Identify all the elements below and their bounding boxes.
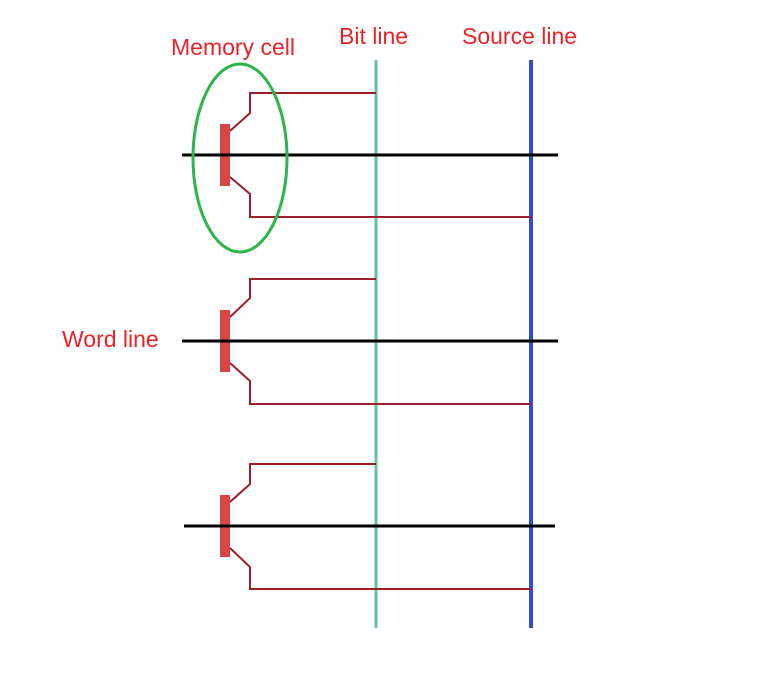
bit-line-label: Bit line <box>339 23 409 49</box>
memory-cell-label: Memory cell <box>171 34 295 60</box>
memory-cell-highlight <box>191 62 289 254</box>
memory-cell-3 <box>184 463 555 590</box>
drain-connection-3 <box>229 463 376 503</box>
word-line-label: Word line <box>62 326 159 352</box>
memory-cell-2 <box>182 278 558 405</box>
memory-cell-1 <box>182 92 558 218</box>
source-connection-3 <box>229 547 531 590</box>
drain-connection-1 <box>229 92 376 132</box>
source-connection-2 <box>229 362 531 405</box>
drain-connection-2 <box>229 278 376 318</box>
source-line-label: Source line <box>462 23 578 49</box>
source-connection-1 <box>229 176 531 218</box>
